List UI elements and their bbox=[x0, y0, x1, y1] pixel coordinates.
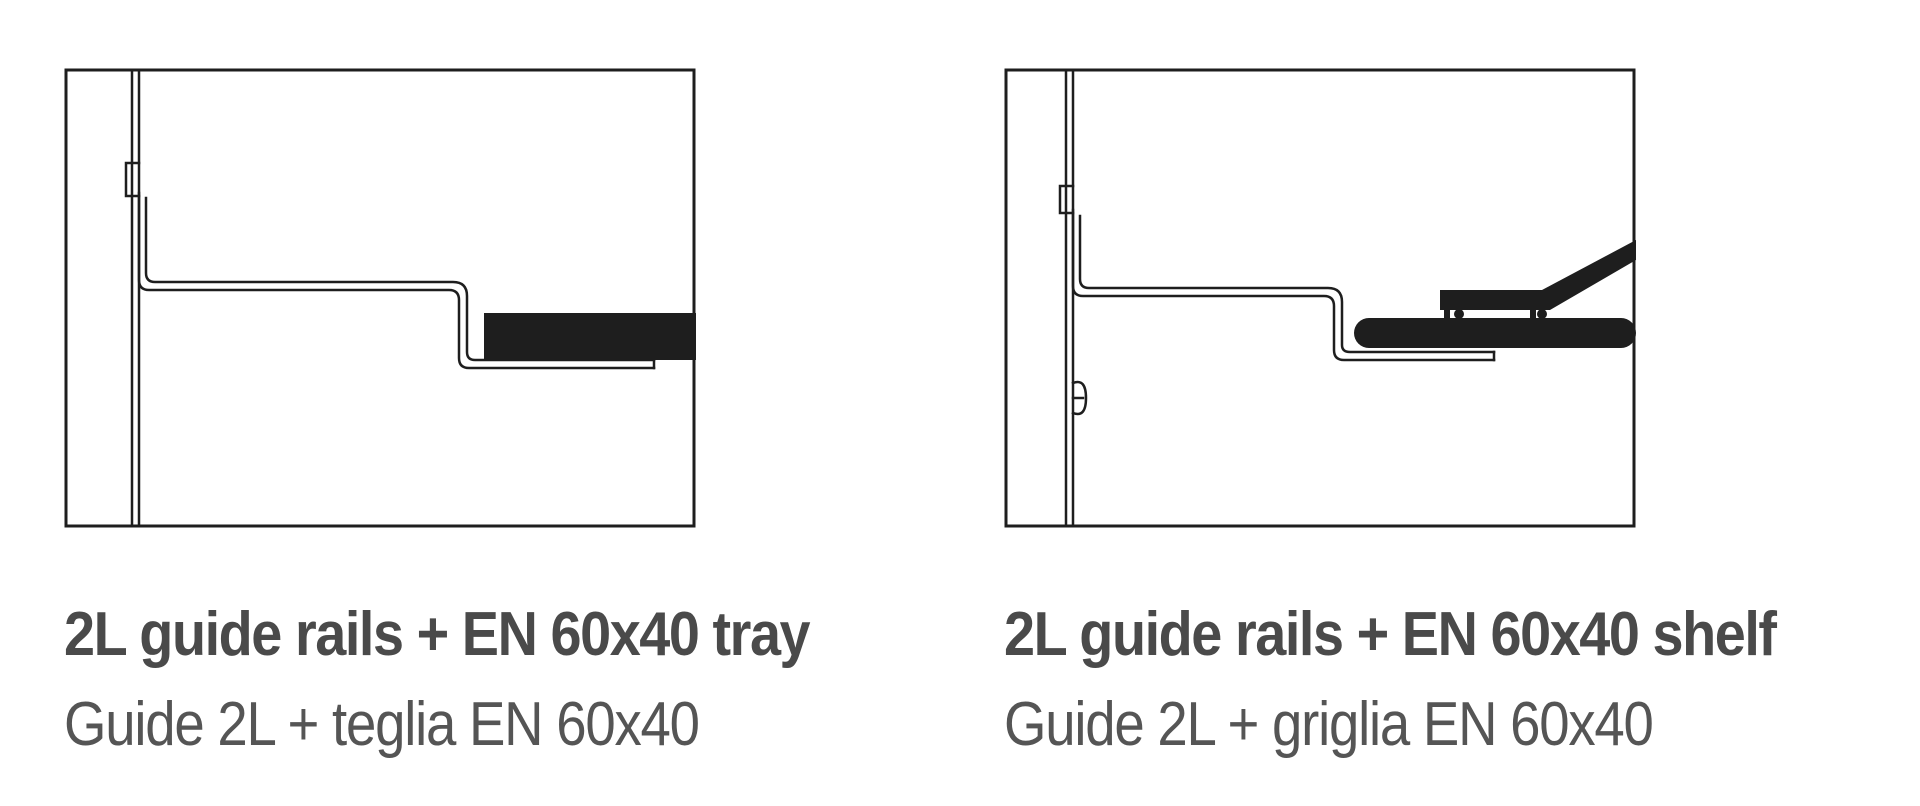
panel-tray: 2L guide rails + EN 60x40 tray Guide 2L … bbox=[0, 0, 900, 806]
wall-screw bbox=[1071, 380, 1088, 416]
diagram-frame bbox=[64, 68, 696, 528]
guide-rail bbox=[1071, 208, 1496, 362]
rail-hook bbox=[124, 161, 141, 198]
guide-rail bbox=[137, 191, 656, 370]
rail-hook bbox=[1058, 184, 1075, 215]
caption-english: 2L guide rails + EN 60x40 tray bbox=[64, 600, 811, 669]
caption-italian: Guide 2L + teglia EN 60x40 bbox=[64, 690, 700, 759]
shelf-diagram bbox=[1004, 68, 1636, 528]
caption-english: 2L guide rails + EN 60x40 shelf bbox=[1004, 600, 1777, 669]
tray-diagram bbox=[64, 68, 696, 528]
diagram-frame bbox=[1004, 68, 1636, 528]
panel-shelf: 2L guide rails + EN 60x40 shelf Guide 2L… bbox=[940, 0, 1840, 806]
caption-italian: Guide 2L + griglia EN 60x40 bbox=[1004, 690, 1654, 759]
tray bbox=[484, 313, 696, 360]
shelf bbox=[1354, 240, 1636, 348]
